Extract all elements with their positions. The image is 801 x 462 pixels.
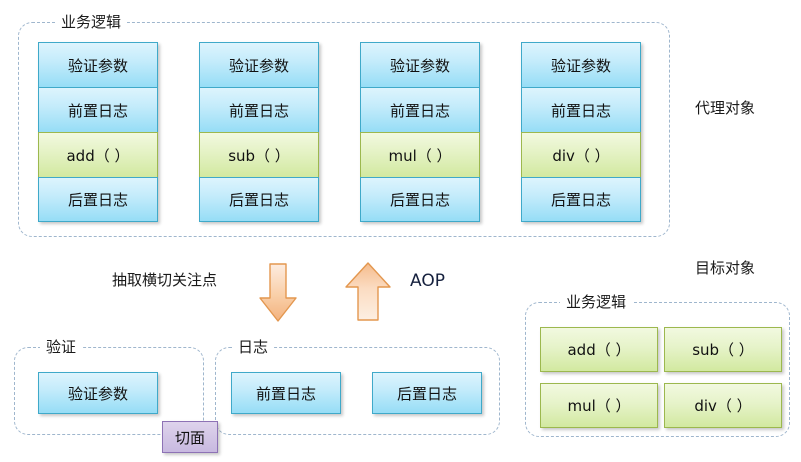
target-method-sub[interactable]: sub（ ）	[664, 327, 782, 372]
proxy-cell-before-log[interactable]: 前置日志	[521, 87, 641, 132]
proxy-cell-validate[interactable]: 验证参数	[199, 42, 319, 87]
extract-crosscutting-concerns-label: 抽取横切关注点	[112, 271, 218, 289]
aspect-badge[interactable]: 切面	[162, 421, 218, 453]
log-group-label: 日志	[232, 338, 275, 356]
proxy-cell-method[interactable]: mul（ ）	[360, 132, 480, 177]
validation-group	[14, 347, 204, 435]
proxy-cell-method[interactable]: sub（ ）	[199, 132, 319, 177]
proxy-business-logic-group-label: 业务逻辑	[55, 13, 128, 31]
proxy-cell-after-log[interactable]: 后置日志	[360, 177, 480, 222]
target-method-div[interactable]: div（ ）	[664, 383, 782, 428]
proxy-column-div[interactable]: 验证参数 前置日志 div（ ） 后置日志	[521, 42, 641, 222]
proxy-cell-after-log[interactable]: 后置日志	[199, 177, 319, 222]
proxy-cell-method[interactable]: add（ ）	[38, 132, 158, 177]
target-method-add[interactable]: add（ ）	[540, 327, 658, 372]
proxy-column-mul[interactable]: 验证参数 前置日志 mul（ ） 后置日志	[360, 42, 480, 222]
aop-label: AOP	[410, 271, 445, 291]
proxy-cell-validate[interactable]: 验证参数	[38, 42, 158, 87]
after-log-box[interactable]: 后置日志	[372, 372, 482, 414]
proxy-object-label: 代理对象	[695, 99, 756, 117]
proxy-column-sub[interactable]: 验证参数 前置日志 sub（ ） 后置日志	[199, 42, 319, 222]
before-log-box[interactable]: 前置日志	[231, 372, 341, 414]
target-method-mul[interactable]: mul（ ）	[540, 383, 658, 428]
proxy-cell-validate[interactable]: 验证参数	[360, 42, 480, 87]
proxy-cell-before-log[interactable]: 前置日志	[38, 87, 158, 132]
proxy-cell-before-log[interactable]: 前置日志	[360, 87, 480, 132]
proxy-cell-after-log[interactable]: 后置日志	[38, 177, 158, 222]
validation-group-label: 验证	[40, 338, 83, 356]
proxy-business-logic-group	[18, 22, 670, 237]
proxy-cell-method[interactable]: div（ ）	[521, 132, 641, 177]
validation-param-box[interactable]: 验证参数	[38, 372, 158, 414]
down-arrow-icon	[258, 262, 298, 324]
proxy-cell-validate[interactable]: 验证参数	[521, 42, 641, 87]
proxy-cell-after-log[interactable]: 后置日志	[521, 177, 641, 222]
target-business-logic-group-label: 业务逻辑	[560, 293, 633, 311]
proxy-column-add[interactable]: 验证参数 前置日志 add（ ） 后置日志	[38, 42, 158, 222]
target-object-label: 目标对象	[695, 259, 756, 277]
target-business-logic-group	[525, 302, 790, 437]
proxy-cell-before-log[interactable]: 前置日志	[199, 87, 319, 132]
log-group	[215, 347, 500, 435]
up-arrow-icon	[344, 261, 392, 323]
